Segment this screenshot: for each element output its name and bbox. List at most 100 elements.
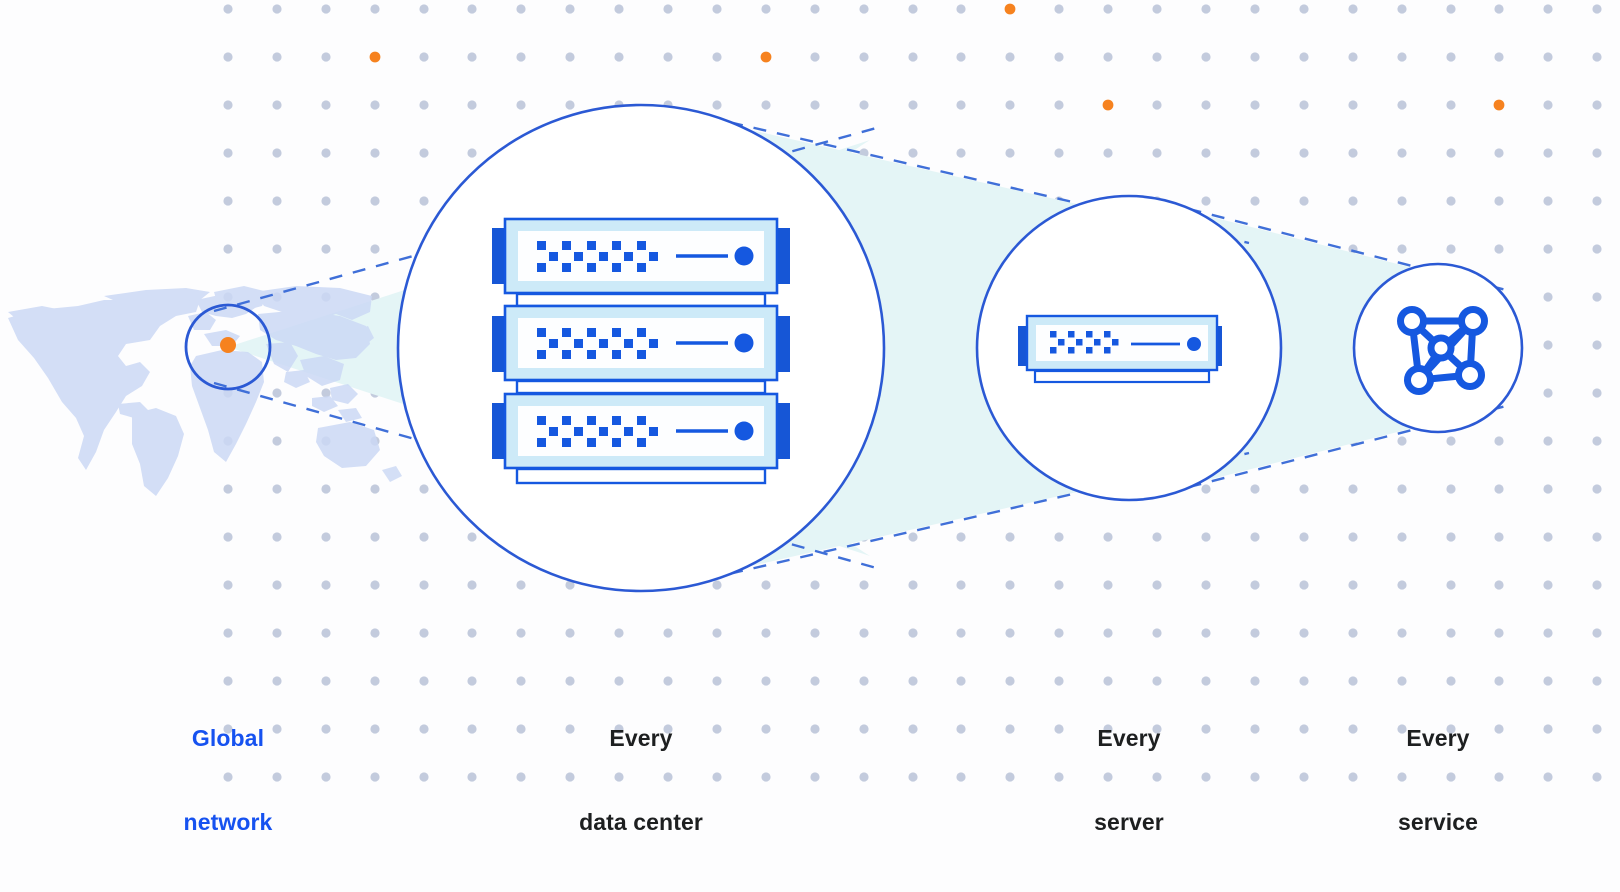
grid-dot xyxy=(1446,484,1456,494)
grid-dot xyxy=(321,724,331,734)
server-unit-3 xyxy=(492,392,790,485)
grid-dot xyxy=(467,628,477,638)
grid-dot xyxy=(370,4,380,14)
grid-dot xyxy=(419,148,429,158)
diagram-illustration xyxy=(8,103,1524,593)
grid-dot xyxy=(712,100,722,110)
grid-dot xyxy=(1397,148,1407,158)
grid-dot xyxy=(1494,4,1504,14)
grid-dot xyxy=(956,628,966,638)
grid-dot xyxy=(859,52,869,62)
grid-dot xyxy=(810,772,820,782)
grid-dot xyxy=(1103,772,1113,782)
grid-dot xyxy=(1397,580,1407,590)
grid-dot xyxy=(1103,724,1113,734)
grid-dot xyxy=(1054,676,1064,686)
grid-dot xyxy=(1201,532,1211,542)
grid-dot xyxy=(761,628,771,638)
grid-dot xyxy=(1152,148,1162,158)
grid-dot xyxy=(1543,532,1553,542)
label-server-line2: server xyxy=(1094,809,1164,835)
grid-dot xyxy=(1103,628,1113,638)
grid-dot xyxy=(370,724,380,734)
grid-dot xyxy=(467,580,477,590)
grid-dot-accent xyxy=(1102,99,1114,111)
grid-dot xyxy=(956,52,966,62)
grid-dot xyxy=(272,628,282,638)
grid-dot xyxy=(1543,628,1553,638)
grid-dot xyxy=(1592,724,1602,734)
grid-dot xyxy=(467,4,477,14)
grid-dot xyxy=(712,676,722,686)
grid-dot xyxy=(1201,4,1211,14)
grid-dot xyxy=(370,244,380,254)
grid-dot xyxy=(223,100,233,110)
grid-dot xyxy=(908,148,918,158)
grid-dot xyxy=(1054,580,1064,590)
grid-dot xyxy=(565,676,575,686)
grid-dot xyxy=(223,244,233,254)
grid-dot xyxy=(1592,484,1602,494)
grid-dot xyxy=(1348,4,1358,14)
grid-dot xyxy=(223,484,233,494)
grid-dot xyxy=(419,628,429,638)
grid-dot xyxy=(223,4,233,14)
grid-dot xyxy=(956,580,966,590)
grid-dot xyxy=(1592,532,1602,542)
grid-dot xyxy=(467,52,477,62)
grid-dot xyxy=(1446,772,1456,782)
grid-dot xyxy=(1397,628,1407,638)
grid-dot xyxy=(272,532,282,542)
grid-dot xyxy=(1299,4,1309,14)
grid-dot xyxy=(1543,100,1553,110)
grid-dot xyxy=(614,628,624,638)
grid-dot xyxy=(908,724,918,734)
grid-dot xyxy=(1152,580,1162,590)
grid-dot xyxy=(1494,436,1504,446)
grid-dot xyxy=(1103,52,1113,62)
grid-dot xyxy=(712,628,722,638)
grid-dot xyxy=(1592,628,1602,638)
grid-dot xyxy=(1446,100,1456,110)
grid-dot xyxy=(810,580,820,590)
grid-dot xyxy=(712,724,722,734)
grid-dot xyxy=(321,148,331,158)
grid-dot xyxy=(565,52,575,62)
grid-dot xyxy=(1103,148,1113,158)
grid-dot xyxy=(419,100,429,110)
grid-dot xyxy=(1397,772,1407,782)
grid-dot xyxy=(761,100,771,110)
grid-dot xyxy=(321,196,331,206)
grid-dot xyxy=(663,4,673,14)
grid-dot xyxy=(223,676,233,686)
grid-dot xyxy=(1054,532,1064,542)
grid-dot xyxy=(908,676,918,686)
grid-dot xyxy=(370,628,380,638)
grid-dot xyxy=(1592,676,1602,686)
grid-dot xyxy=(565,772,575,782)
grid-dot xyxy=(1250,484,1260,494)
grid-dot xyxy=(565,724,575,734)
grid-dot xyxy=(1348,580,1358,590)
grid-dot xyxy=(321,484,331,494)
grid-dot xyxy=(1543,4,1553,14)
grid-dot xyxy=(663,52,673,62)
grid-dot xyxy=(1592,52,1602,62)
grid-dot xyxy=(1005,772,1015,782)
grid-dot xyxy=(1005,676,1015,686)
grid-dot xyxy=(1201,676,1211,686)
grid-dot xyxy=(1201,148,1211,158)
grid-dot xyxy=(859,580,869,590)
grid-dot xyxy=(419,724,429,734)
grid-dot xyxy=(1005,148,1015,158)
server-unit-icon xyxy=(1018,314,1222,384)
grid-dot xyxy=(1397,676,1407,686)
grid-dot xyxy=(370,148,380,158)
grid-dot xyxy=(1103,532,1113,542)
grid-dot xyxy=(1494,628,1504,638)
grid-dot xyxy=(1494,148,1504,158)
grid-dot xyxy=(1592,148,1602,158)
grid-dot xyxy=(956,724,966,734)
grid-dot xyxy=(614,4,624,14)
server-unit-1 xyxy=(492,217,790,308)
